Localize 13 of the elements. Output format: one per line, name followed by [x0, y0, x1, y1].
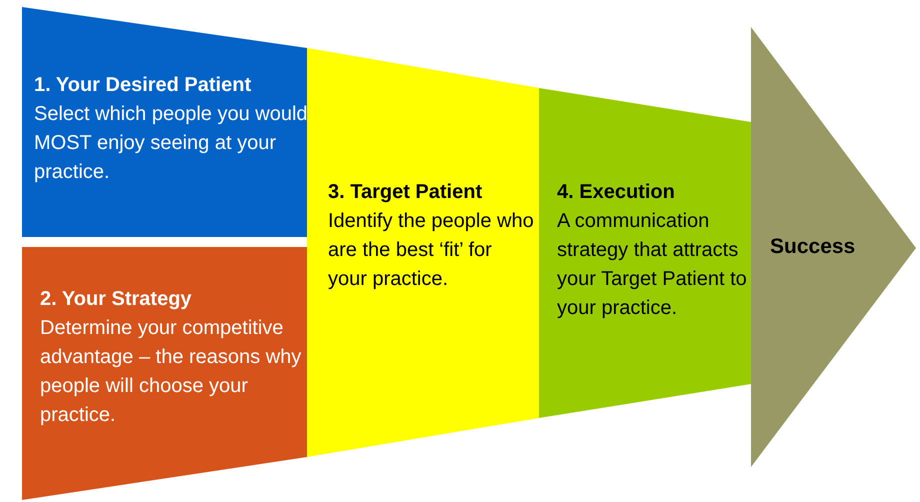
step-heading: 2. Your Strategy: [40, 287, 193, 312]
funnel-segment: [307, 48, 539, 457]
step-description: Select which people you would MOST enjoy seeing at your practice.: [34, 102, 309, 185]
step-heading: 4. Execution: [557, 180, 676, 205]
arrow-shape: [751, 27, 916, 467]
step-heading: 3. Target Patient: [328, 180, 484, 205]
step-description: Determine your competitive advantage – the reasons why people will choose your practice.: [40, 316, 302, 428]
funnel-segment: [22, 247, 307, 500]
step-heading: Success: [770, 234, 856, 260]
step-description: Identify the people who are the best ‘fit’ for your practice.: [328, 209, 535, 292]
step-heading: 1. Your Desired Patient: [34, 73, 252, 98]
funnel-segment: [22, 7, 307, 237]
step-description: A communication strategy that attracts your Target Patient to your practice.: [557, 209, 748, 321]
